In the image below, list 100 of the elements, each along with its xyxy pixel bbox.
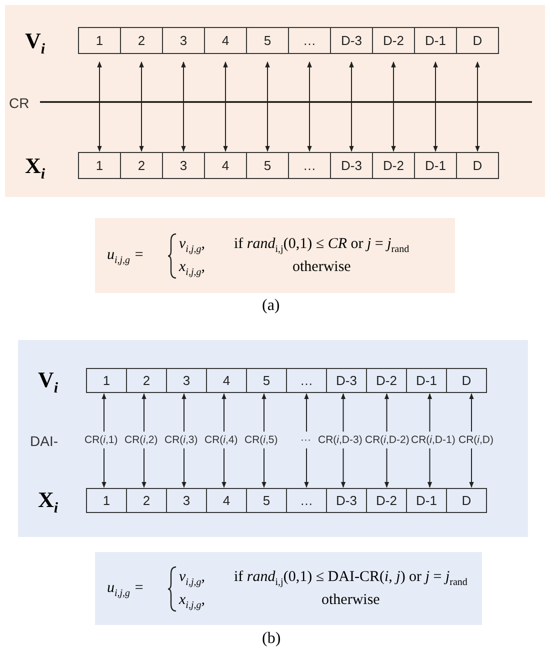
array-cell: 4 <box>206 488 247 513</box>
rate-label: CR(i,D-1) <box>411 434 456 446</box>
array-cell: D <box>456 27 499 54</box>
arrow <box>469 393 474 432</box>
array-cell: D-2 <box>372 27 415 54</box>
caption-label: (b) <box>262 630 281 648</box>
formula-text: otherwise <box>322 592 380 608</box>
array-cell: 4 <box>204 152 247 179</box>
array-cell: 1 <box>78 152 121 179</box>
rate-label: CR(i,5) <box>244 434 278 446</box>
arrow <box>102 393 106 432</box>
array-cell: D-3 <box>326 368 367 393</box>
array-cell: D-2 <box>366 368 407 393</box>
array-cell: 1 <box>78 27 121 54</box>
arrow <box>469 448 474 488</box>
array-cell: D <box>446 488 487 513</box>
arrow <box>265 61 270 152</box>
array-cell: 3 <box>166 368 207 393</box>
array-cell: 4 <box>204 27 247 54</box>
arrow <box>142 393 146 432</box>
row-label: DAI- <box>30 433 58 449</box>
arrow <box>139 61 144 152</box>
arrow <box>340 448 346 488</box>
arrow <box>427 448 432 488</box>
arrow <box>102 448 106 488</box>
array-cell: … <box>286 488 327 513</box>
row-label: X$_{i}$ <box>25 154 46 184</box>
formula-text: u$_{i,j,g}$ = <box>107 246 144 268</box>
array-cell: … <box>286 368 327 393</box>
arrow <box>223 61 228 152</box>
caption-label: (a) <box>262 297 280 315</box>
array-cell: 1 <box>86 488 127 513</box>
arrow <box>262 448 266 488</box>
arrow <box>433 61 438 152</box>
arrow <box>142 448 146 488</box>
arrow <box>384 393 390 432</box>
arrow <box>222 448 226 488</box>
row-label: X$_{i}$ <box>38 488 58 518</box>
array-cell: D <box>446 368 487 393</box>
formula-text: x$_{i,j,g}$, <box>179 258 205 280</box>
array-cell: D-1 <box>406 488 447 513</box>
array-cell: D-3 <box>330 152 373 179</box>
array-cell: 1 <box>86 368 127 393</box>
arrow <box>262 393 266 432</box>
array-cell: 3 <box>166 488 207 513</box>
arrow <box>391 61 396 152</box>
arrow <box>222 393 226 432</box>
arrow <box>340 393 346 432</box>
formula-box <box>95 552 482 625</box>
rate-label: CR(i,D) <box>458 434 494 446</box>
array-cell: 3 <box>162 27 205 54</box>
rate-label: CR(i,3) <box>164 434 198 446</box>
arrow <box>384 448 390 488</box>
rate-label: CR(i,D-3) <box>318 434 362 446</box>
array-cell: 2 <box>126 368 167 393</box>
arrow <box>97 61 102 152</box>
formula-box <box>95 218 455 293</box>
rate-label: CR(i,D-2) <box>365 434 410 446</box>
arrow <box>182 393 186 432</box>
array-cell: D-3 <box>326 488 367 513</box>
line-label: CR <box>9 95 30 111</box>
rate-label: CR(i,1) <box>84 434 118 446</box>
arrow <box>181 61 186 152</box>
formula-text: v$_{i,j,g}$, <box>179 236 205 256</box>
array-cell: 5 <box>246 368 287 393</box>
array-cell: 4 <box>206 368 247 393</box>
array-cell: 2 <box>120 27 163 54</box>
array-cell: 2 <box>120 152 163 179</box>
array-cell: D-1 <box>414 27 457 54</box>
array-cell: 5 <box>246 488 287 513</box>
array-cell: 2 <box>126 488 167 513</box>
formula-text: v$_{i,j,g}$, <box>179 568 205 590</box>
formula-text: if rand$_{i,j}$(0,1) ≤ CR or j = j$_{rand}$ <box>234 236 410 256</box>
rate-label: ··· <box>300 434 311 446</box>
arrow <box>304 448 309 488</box>
array-cell: D-2 <box>372 152 415 179</box>
rate-label: CR(i,2) <box>124 434 158 446</box>
arrow <box>182 448 186 488</box>
formula-text: u$_{i,j,g}$ = <box>107 580 144 600</box>
array-cell: D-1 <box>414 152 457 179</box>
array-cell: 3 <box>162 152 205 179</box>
array-cell: D-2 <box>366 488 407 513</box>
rate-label: CR(i,4) <box>204 434 238 446</box>
array-cell: D <box>456 152 499 179</box>
array-cell: 5 <box>246 152 289 179</box>
array-cell: D-1 <box>406 368 447 393</box>
array-cell: 5 <box>246 27 289 54</box>
array-cell: … <box>288 27 331 54</box>
arrow <box>304 393 309 432</box>
formula-text: otherwise <box>292 258 351 276</box>
array-cell: … <box>288 152 331 179</box>
formula-text: if rand$_{i,j}$(0,1) ≤ DAI-CR(i, j) or j = j$_{rand}$ <box>234 568 468 590</box>
arrow <box>349 61 354 152</box>
arrow <box>427 393 432 432</box>
row-label: V$_{i}$ <box>38 368 58 398</box>
array-cell: D-3 <box>330 27 373 54</box>
arrow <box>307 61 312 152</box>
row-label: V$_{i}$ <box>25 29 46 60</box>
formula-text: x$_{i,j,g}$, <box>179 592 205 612</box>
arrow <box>475 61 480 152</box>
